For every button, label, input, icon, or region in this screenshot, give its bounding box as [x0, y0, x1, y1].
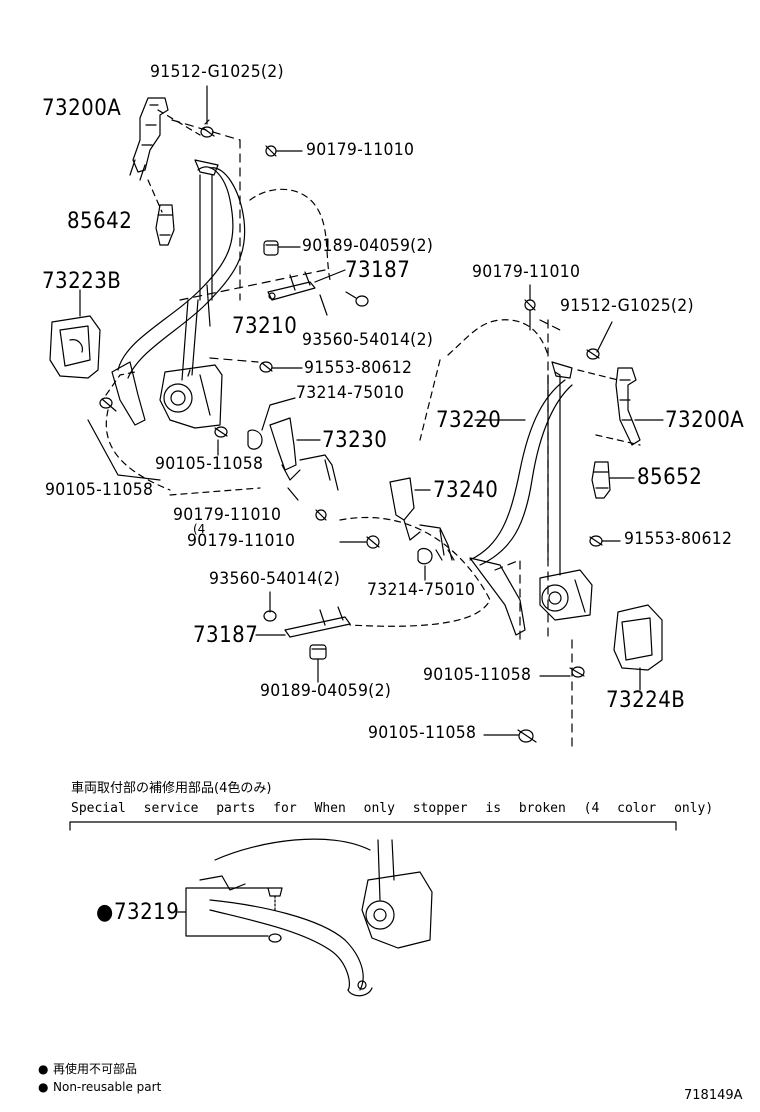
nut-90179-mid: [315, 509, 327, 521]
buckle-73230: [269, 417, 339, 501]
label-90105-left: 90105-11058: [45, 480, 154, 500]
label-73219-marker: ●: [96, 900, 114, 925]
label-73219: 73219: [114, 900, 180, 925]
legend-en-note: Non-reusable part: [53, 1080, 162, 1094]
label-90105-mid: 90105-11058: [155, 454, 264, 474]
label-73223b: 73223B: [42, 269, 122, 294]
sensor-85642: [155, 204, 175, 246]
label-91512-right: 91512-G1025(2): [560, 296, 694, 316]
legend-jp-note: 再使用不可部品: [53, 1062, 138, 1076]
label-85642: 85642: [67, 209, 133, 234]
bolt-91553-right: [589, 535, 603, 547]
bracket-73187-low: [284, 606, 351, 638]
cover-73214-top: [247, 429, 263, 450]
belt-73220: [469, 361, 573, 636]
bolt-91512-right: [586, 348, 600, 360]
nut-90179-right: [524, 299, 536, 311]
label-4-note: (4: [193, 522, 206, 536]
label-90105-right2: 90105-11058: [368, 723, 477, 743]
label-73187-low: 73187: [193, 623, 259, 648]
right-seat-outline: [447, 319, 549, 356]
label-73224b: 73224B: [606, 688, 686, 713]
label-93560-top: 93560-54014(2): [302, 330, 434, 350]
label-73200a-right: 73200A: [665, 408, 745, 433]
label-91512-top: 91512-G1025(2): [150, 62, 284, 82]
special-section-jp-title: 車両取付部の補修用部品(4色のみ): [71, 781, 272, 796]
label-73200a-left: 73200A: [42, 96, 122, 121]
label-73230: 73230: [322, 428, 388, 453]
legend-bullet-en: ●: [38, 1080, 49, 1094]
label-90179-top: 90179-11010: [306, 140, 415, 160]
bolt-90105-left: [99, 397, 117, 412]
bolt-91512-top: [200, 119, 215, 138]
screw-93560-top: [345, 291, 369, 307]
cover-73223b: [49, 315, 101, 379]
cover-73224b: [613, 604, 663, 671]
retractor-left: [159, 364, 223, 429]
screw-93560-low: [263, 604, 277, 622]
special-section-en-title: Special service parts for When only stop…: [71, 801, 714, 816]
belt-73210: [111, 159, 246, 426]
bolt-90105-right2: [517, 729, 537, 743]
nut-90179-top: [265, 145, 277, 157]
label-90105-right1: 90105-11058: [423, 665, 532, 685]
cover-73214-low: [417, 547, 433, 565]
label-73210: 73210: [232, 314, 298, 339]
left-seat-outline: [249, 188, 331, 281]
stopper-button-73219: [267, 887, 283, 943]
legend-bullet-jp: ●: [38, 1062, 49, 1076]
bolt-91553-left: [259, 361, 273, 373]
clip-90189-low: [309, 644, 327, 660]
label-93560-low: 93560-54014(2): [209, 569, 341, 589]
label-90179-right: 90179-11010: [472, 262, 581, 282]
stopper-assembly: [199, 838, 433, 997]
special-section-bracket: [69, 821, 677, 831]
label-91553-right: 91553-80612: [624, 529, 733, 549]
label-90179-low: 90179-11010: [187, 531, 296, 551]
label-90189-low: 90189-04059(2): [260, 681, 392, 701]
label-73214-top: 73214-75010: [296, 383, 405, 403]
label-73214-low: 73214-75010: [367, 580, 476, 600]
label-90179-mid: 90179-11010: [173, 505, 282, 525]
label-91553-left: 91553-80612: [304, 358, 413, 378]
label-73220: 73220: [436, 408, 502, 433]
nut-90179-low: [366, 535, 380, 549]
label-73240: 73240: [433, 478, 499, 503]
sensor-85652: [591, 461, 611, 499]
figure-id: 718149A: [684, 1088, 743, 1103]
label-85652: 85652: [637, 465, 703, 490]
retractor-right: [539, 569, 593, 621]
adjuster-73200a-right: [615, 367, 641, 446]
bolt-90105-mid: [214, 426, 228, 438]
label-73187-top: 73187: [345, 258, 411, 283]
bracket-73187-top: [267, 271, 316, 301]
adjuster-73200a-left: [129, 97, 169, 181]
clip-90189-top: [263, 240, 279, 256]
label-90189-top: 90189-04059(2): [302, 236, 434, 256]
buckle-73240: [389, 477, 455, 561]
